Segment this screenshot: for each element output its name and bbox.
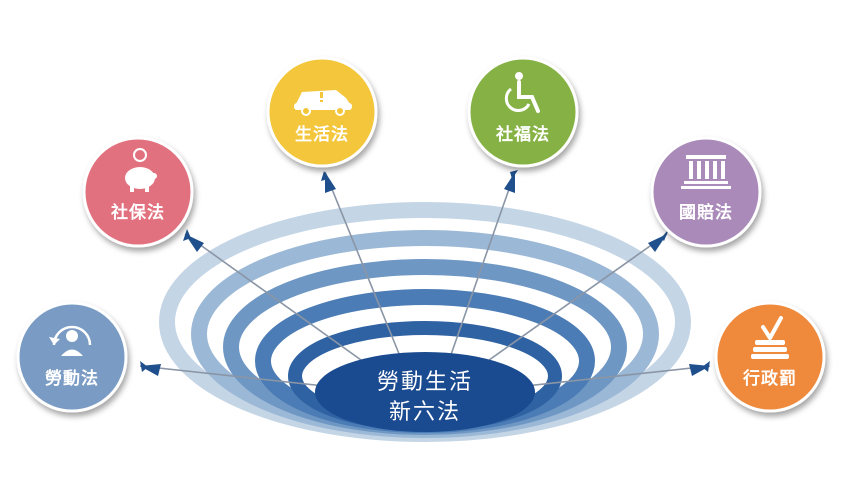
arrow-social: [183, 229, 376, 371]
law-label-labor: 勞動法: [45, 368, 99, 389]
arrow-welfare: [446, 170, 518, 367]
center-title-line2: 新六法: [389, 400, 461, 425]
ballot-check-icon: [751, 316, 789, 359]
center-hub: 勞動生活 新六法: [315, 352, 535, 432]
law-label-state: 國賠法: [679, 202, 733, 223]
courthouse-icon: [681, 155, 731, 189]
law-circle-state: 國賠法: [650, 136, 762, 248]
arrow-life: [321, 171, 405, 367]
law-circle-penalty: 行政罰: [714, 301, 826, 413]
law-label-welfare: 社福法: [495, 124, 550, 145]
law-circle-social: 社保法: [82, 136, 194, 248]
law-label-social: 社保法: [110, 202, 165, 223]
law-circle-labor: 勞動法: [16, 301, 128, 413]
law-label-life: 生活法: [295, 124, 349, 145]
car-icon: [294, 90, 352, 116]
law-circle-welfare: 社福法: [467, 56, 579, 168]
arrows: [139, 170, 711, 390]
center-title-line1: 勞動生活: [377, 370, 473, 395]
law-label-penalty: 行政罰: [742, 368, 797, 389]
law-circle-life: 生活法: [266, 56, 378, 168]
piggy-bank-icon: [125, 148, 157, 192]
person-cycle-icon: [49, 325, 92, 356]
center-ellipse: [315, 352, 535, 432]
arrow-state: [474, 229, 669, 371]
wheelchair-icon: [504, 72, 540, 113]
